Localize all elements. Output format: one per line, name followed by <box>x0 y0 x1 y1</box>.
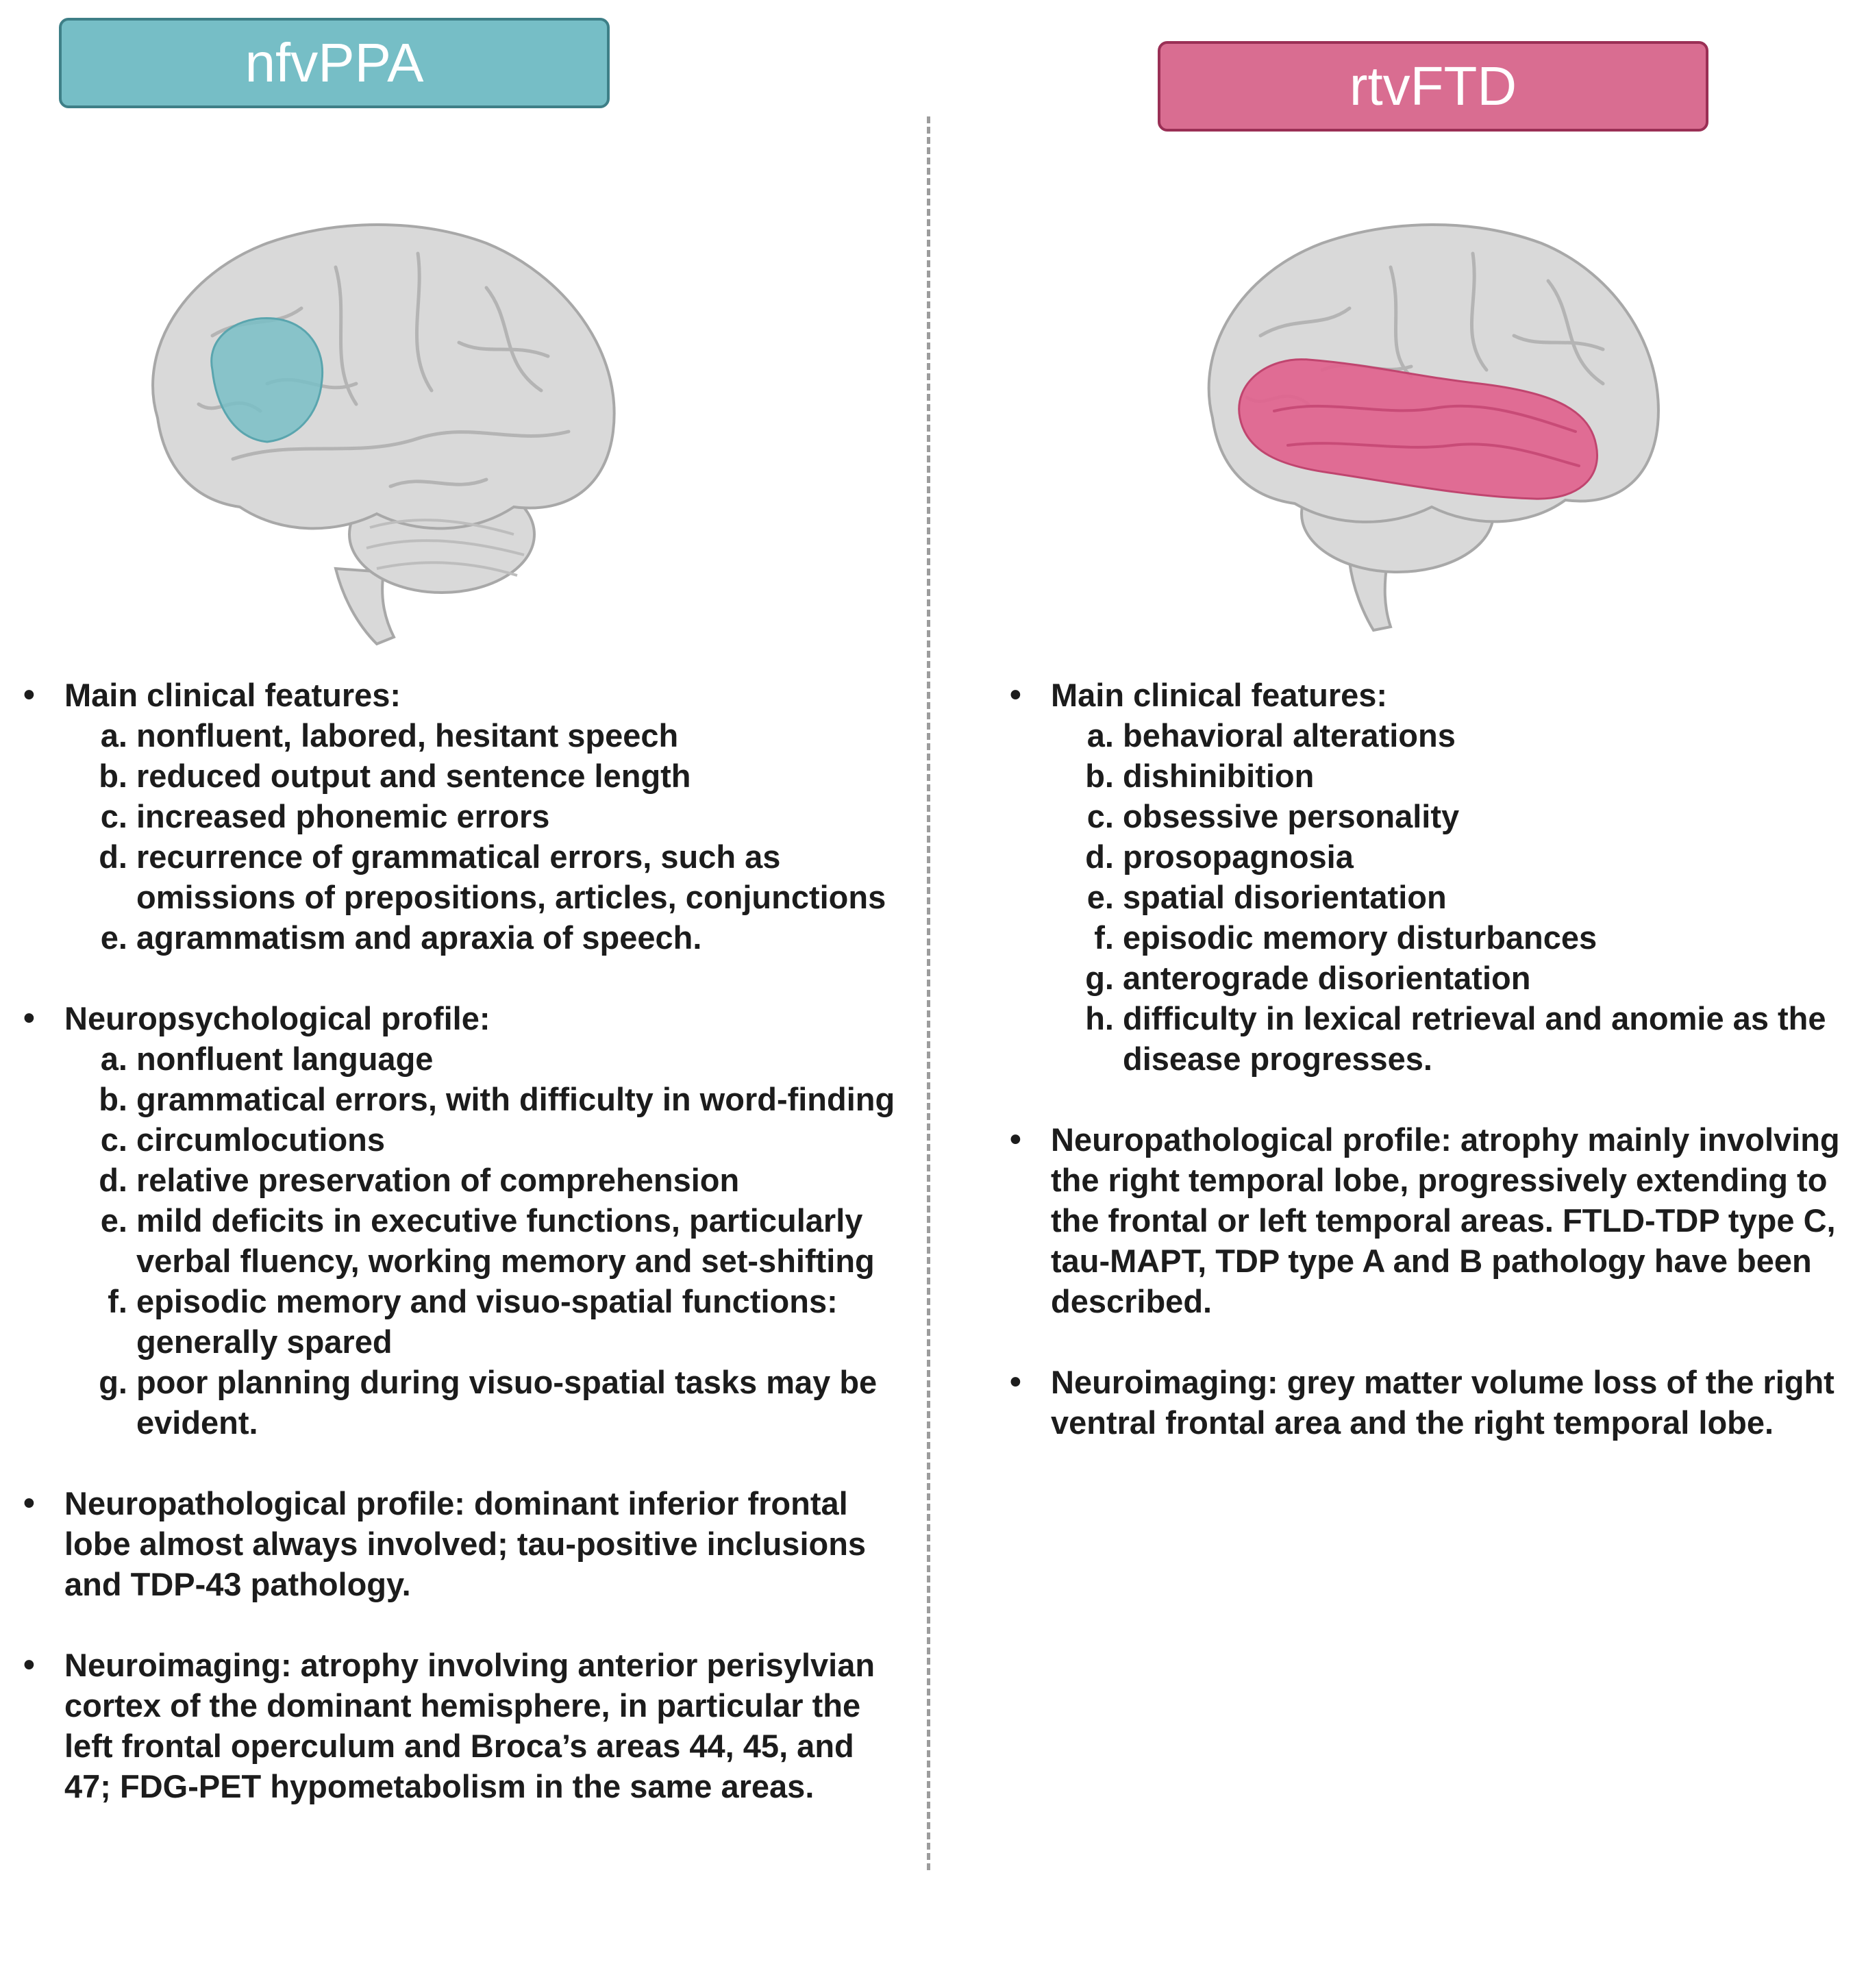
list-item-letter: a. <box>1086 717 1114 754</box>
list-item: f.episodic memory disturbances <box>1051 917 1843 958</box>
list-item-letter: a. <box>100 717 127 754</box>
list-item: f.episodic memory and visuo-spatial func… <box>64 1281 904 1362</box>
feature-section: Main clinical features:a.nonfluent, labo… <box>21 675 904 958</box>
list-item-text: anterograde disorientation <box>1123 960 1531 996</box>
list-item-letter: f. <box>1094 919 1114 956</box>
list-item: c.obsessive personality <box>1051 796 1843 836</box>
list-item-text: nonfluent, labored, hesitant speech <box>136 717 679 754</box>
list-item-letter: b. <box>99 1081 127 1117</box>
list-item-letter: c. <box>1086 798 1114 834</box>
list-item: h.difficulty in lexical retrieval and an… <box>1051 998 1843 1079</box>
list-item-letter: h. <box>1085 1000 1114 1036</box>
column-divider <box>927 116 930 1870</box>
list-item-letter: f. <box>108 1283 127 1319</box>
list-item-text: dishinibition <box>1123 758 1315 794</box>
section-heading: Neuroimaging: grey matter volume loss of… <box>1051 1364 1835 1441</box>
list-item-letter: g. <box>1085 960 1114 996</box>
section-heading: Main clinical features: <box>64 677 401 713</box>
list-item-letter: e. <box>100 1202 127 1239</box>
section-heading: Neuropsychological profile: <box>64 1000 490 1036</box>
list-item: a.behavioral alterations <box>1051 715 1843 756</box>
brocas-area-highlight <box>210 316 324 443</box>
list-item-text: agrammatism and apraxia of speech. <box>136 919 702 956</box>
list-item: a.nonfluent language <box>64 1039 904 1079</box>
section-heading: Neuropathological profile: dominant infe… <box>64 1485 867 1602</box>
nfvppa-title-box: nfvPPA <box>59 18 610 108</box>
list-item-letter: e. <box>100 919 127 956</box>
feature-section: Neuroimaging: atrophy involving anterior… <box>21 1645 904 1806</box>
section-heading: Main clinical features: <box>1051 677 1388 713</box>
list-item-letter: c. <box>100 1121 127 1158</box>
list-item-text: episodic memory and visuo-spatial functi… <box>136 1283 838 1360</box>
list-item: d.recurrence of grammatical errors, such… <box>64 836 904 917</box>
list-item-letter: b. <box>99 758 127 794</box>
list-item: b.reduced output and sentence length <box>64 756 904 796</box>
section-heading: Neuropathological profile: atrophy mainl… <box>1051 1121 1840 1319</box>
list-item-letter: a. <box>100 1041 127 1077</box>
nfvppa-features-column: Main clinical features:a.nonfluent, labo… <box>21 675 904 1847</box>
list-item: g.poor planning during visuo-spatial tas… <box>64 1362 904 1443</box>
list-item: b.dishinibition <box>1051 756 1843 796</box>
nfvppa-title: nfvPPA <box>245 32 424 93</box>
list-item-letter: d. <box>99 1162 127 1198</box>
list-item-text: obsessive personality <box>1123 798 1460 834</box>
rtvftd-features-column: Main clinical features:a.behavioral alte… <box>1007 675 1843 1483</box>
feature-section: Neuroimaging: grey matter volume loss of… <box>1007 1362 1843 1443</box>
list-item-text: recurrence of grammatical errors, such a… <box>136 838 886 915</box>
list-item-text: relative preservation of comprehension <box>136 1162 740 1198</box>
list-item-text: reduced output and sentence length <box>136 758 691 794</box>
list-item-text: nonfluent language <box>136 1041 434 1077</box>
list-item-letter: d. <box>1085 838 1114 875</box>
list-item: c.circumlocutions <box>64 1119 904 1160</box>
list-item-text: episodic memory disturbances <box>1123 919 1597 956</box>
list-item-letter: d. <box>99 838 127 875</box>
list-item-text: spatial disorientation <box>1123 879 1447 915</box>
list-item-text: prosopagnosia <box>1123 838 1354 875</box>
rtvftd-title-box: rtvFTD <box>1158 41 1708 132</box>
feature-section: Neuropsychological profile:a.nonfluent l… <box>21 998 904 1443</box>
list-item-text: mild deficits in executive functions, pa… <box>136 1202 875 1279</box>
section-heading: Neuroimaging: atrophy involving anterior… <box>64 1647 875 1804</box>
list-item: a.nonfluent, labored, hesitant speech <box>64 715 904 756</box>
list-item-text: poor planning during visuo-spatial tasks… <box>136 1364 878 1441</box>
list-item-letter: b. <box>1085 758 1114 794</box>
temporal-lobe-highlight <box>1238 358 1598 500</box>
list-item: c.increased phonemic errors <box>64 796 904 836</box>
list-item-text: difficulty in lexical retrieval and anom… <box>1123 1000 1826 1077</box>
list-item-text: increased phonemic errors <box>136 798 550 834</box>
list-item: g.anterograde disorientation <box>1051 958 1843 998</box>
feature-section: Neuropathological profile: atrophy mainl… <box>1007 1119 1843 1321</box>
list-item: e.spatial disorientation <box>1051 877 1843 917</box>
list-item-letter: g. <box>99 1364 127 1400</box>
list-item: b.grammatical errors, with difficulty in… <box>64 1079 904 1119</box>
list-item-text: grammatical errors, with difficulty in w… <box>136 1081 895 1117</box>
rtvftd-title: rtvFTD <box>1349 55 1517 116</box>
list-item-letter: c. <box>100 798 127 834</box>
feature-section: Main clinical features:a.behavioral alte… <box>1007 675 1843 1079</box>
list-item: d.prosopagnosia <box>1051 836 1843 877</box>
list-item: e.mild deficits in executive functions, … <box>64 1200 904 1281</box>
brain-lateral-view-icon <box>1207 223 1660 632</box>
list-item-text: circumlocutions <box>136 1121 386 1158</box>
list-item: e.agrammatism and apraxia of speech. <box>64 917 904 958</box>
list-item: d.relative preservation of comprehension <box>64 1160 904 1200</box>
feature-section: Neuropathological profile: dominant infe… <box>21 1483 904 1604</box>
list-item-text: behavioral alterations <box>1123 717 1456 754</box>
list-item-letter: e. <box>1086 879 1114 915</box>
brain-lateral-view-icon <box>151 223 616 646</box>
